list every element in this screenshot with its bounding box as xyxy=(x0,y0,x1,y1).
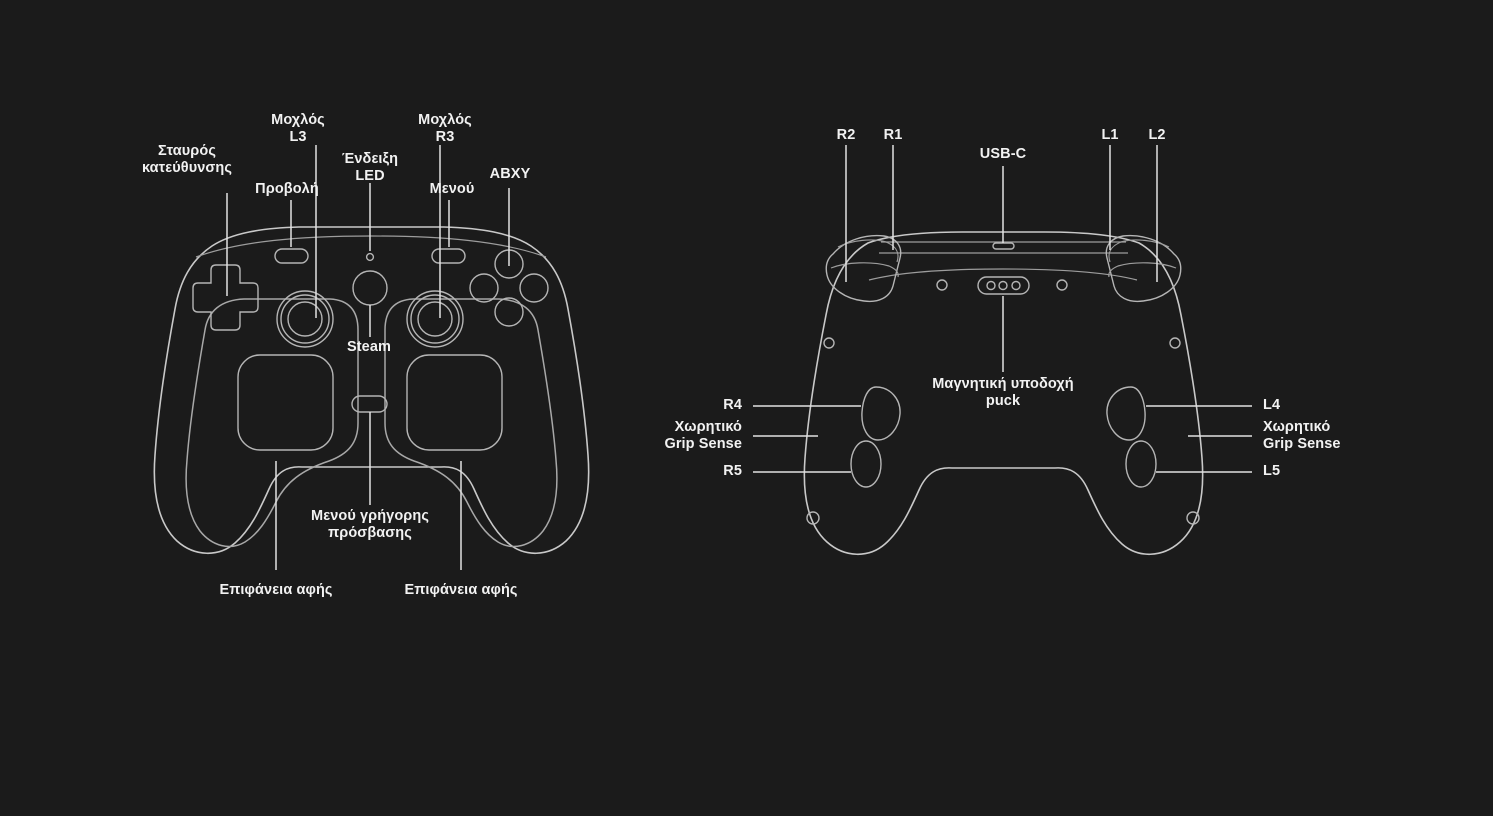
label-r2: R2 xyxy=(836,127,856,143)
label-touchpad-right: Επιφάνεια αφής xyxy=(404,582,518,598)
label-grip-sense-right: Χωρητικό Grip Sense xyxy=(664,419,742,452)
label-l5: L5 xyxy=(1263,463,1281,479)
label-steam-button: Steam xyxy=(346,339,392,355)
label-r5: R5 xyxy=(723,463,742,479)
label-l4: L4 xyxy=(1263,397,1281,413)
label-led-indicator: Ένδειξη LED xyxy=(341,151,399,184)
label-dpad: Σταυρός κατεύθυνσης xyxy=(141,143,233,176)
label-stick-l3: Μοχλός L3 xyxy=(271,112,325,145)
label-abxy-buttons: ABXY xyxy=(489,166,531,182)
label-stick-r3: Μοχλός R3 xyxy=(418,112,472,145)
label-view-button: Προβολή xyxy=(255,181,319,197)
label-r1: R1 xyxy=(883,127,903,143)
label-quick-access-menu: Μενού γρήγορης πρόσβασης xyxy=(311,508,429,541)
label-usb-c-port: USB-C xyxy=(979,146,1027,162)
label-grip-sense-left: Χωρητικό Grip Sense xyxy=(1263,419,1341,452)
front-view-art xyxy=(153,145,590,570)
label-touchpad-left: Επιφάνεια αφής xyxy=(219,582,333,598)
label-l1: L1 xyxy=(1101,127,1119,143)
label-menu-button: Μενού xyxy=(429,181,475,197)
label-magnetic-puck: Μαγνητική υποδοχή puck xyxy=(932,376,1074,409)
label-r4: R4 xyxy=(723,397,742,413)
label-l2: L2 xyxy=(1148,127,1166,143)
back-view-art xyxy=(753,145,1252,555)
